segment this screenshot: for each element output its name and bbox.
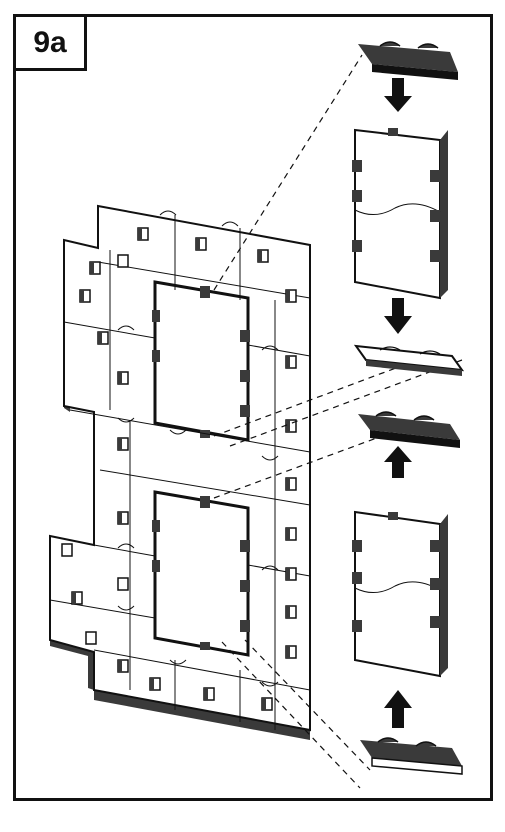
- arrow-up: [384, 446, 412, 478]
- panel-side-bottom: [94, 690, 310, 740]
- arrow-down: [384, 298, 412, 334]
- bottom-connector-piece: [360, 737, 463, 775]
- step-number-label: 9a: [33, 25, 67, 59]
- puzzle-panel-assembly: [49, 204, 311, 740]
- upper-window: [153, 280, 250, 442]
- guide-lines: [213, 54, 463, 789]
- lower-window-insert: [352, 510, 448, 678]
- panel-outline: [49, 204, 311, 732]
- top-connector-piece: [358, 41, 458, 80]
- lower-connector-piece: [358, 411, 460, 448]
- arrow-down: [384, 78, 412, 112]
- step-frame: [13, 14, 493, 801]
- lower-window: [153, 490, 250, 657]
- panel-side-bottom-left: [50, 640, 94, 690]
- panel-holes: [61, 227, 297, 711]
- upper-window-insert: [352, 128, 448, 300]
- step-number-box: 9a: [13, 14, 87, 71]
- middle-connector-piece: [353, 344, 465, 376]
- arrow-up: [384, 690, 412, 728]
